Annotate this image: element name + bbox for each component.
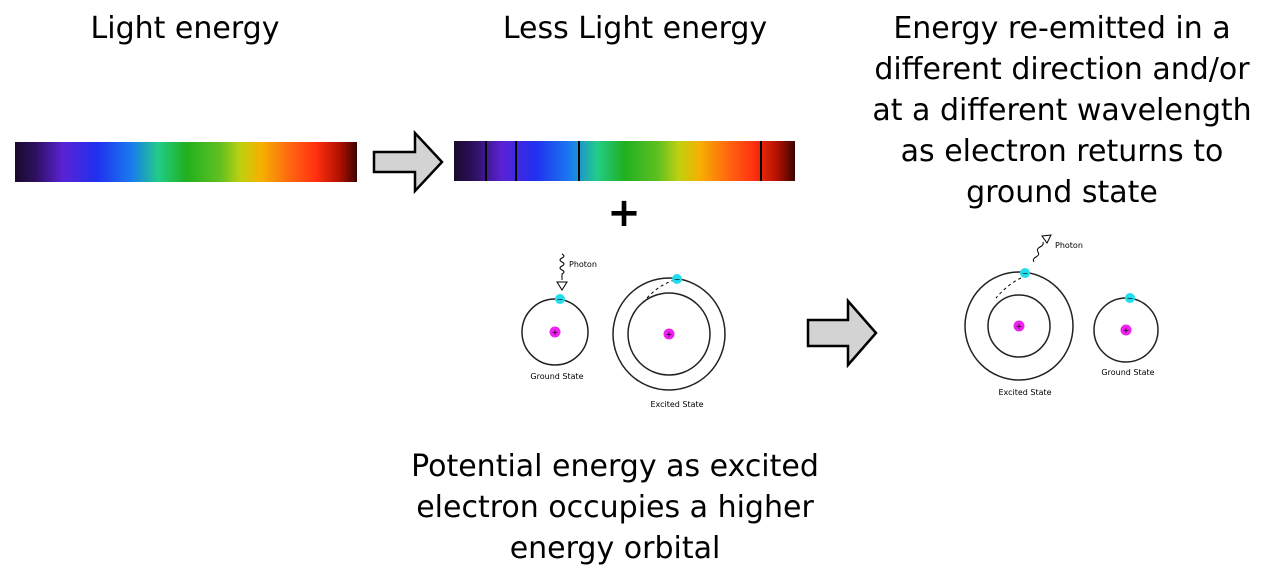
electron-symbol: − bbox=[557, 295, 564, 304]
outer-orbit-ring bbox=[612, 277, 726, 391]
excited-state-atom-middle: + − Excited State bbox=[612, 274, 726, 409]
photon-arrowhead-icon bbox=[556, 281, 568, 291]
electron-return-path bbox=[995, 277, 1022, 299]
nucleus-icon bbox=[1013, 320, 1025, 332]
ground-state-atom-absorbing: Photon + − Ground State bbox=[521, 253, 597, 381]
heading-energy-reemitted: Energy re-emitted in a different directi… bbox=[872, 11, 1252, 210]
electron-icon bbox=[1125, 293, 1135, 303]
excited-state-label: Excited State bbox=[998, 388, 1051, 397]
inner-orbit-ring bbox=[627, 292, 711, 376]
heading-light-energy: Light energy bbox=[90, 11, 280, 46]
electron-icon bbox=[672, 274, 682, 284]
photon-label: Photon bbox=[1055, 241, 1083, 250]
absorption-line bbox=[760, 141, 762, 181]
absorption-spectrum bbox=[454, 141, 795, 181]
absorption-line bbox=[578, 141, 580, 181]
nucleus-symbol: + bbox=[666, 330, 673, 339]
electron-symbol: − bbox=[1127, 294, 1134, 303]
nucleus-symbol: + bbox=[1016, 322, 1023, 331]
nucleus-icon bbox=[1120, 324, 1132, 336]
electron-icon bbox=[1020, 268, 1030, 278]
outer-orbit-ring bbox=[964, 271, 1074, 381]
plus-sign: + bbox=[607, 190, 641, 236]
photon-wave-icon bbox=[1032, 241, 1044, 263]
electron-symbol: − bbox=[1022, 269, 1029, 278]
heading-less-light-energy: Less Light energy bbox=[502, 11, 768, 46]
electron-jump-path bbox=[646, 279, 676, 299]
caption-potential-energy: Potential energy as excited electron occ… bbox=[411, 449, 819, 566]
nucleus-symbol: + bbox=[1123, 326, 1130, 335]
electron-symbol: − bbox=[674, 275, 681, 284]
nucleus-symbol: + bbox=[552, 328, 559, 337]
electron-icon bbox=[555, 294, 565, 304]
continuous-spectrum bbox=[15, 142, 357, 182]
photon-wave-icon bbox=[559, 253, 565, 280]
arrow-right-icon bbox=[372, 129, 444, 195]
absorption-line bbox=[515, 141, 517, 181]
excited-state-atom-emitting: + − Photon Excited State bbox=[964, 234, 1083, 397]
inner-orbit-ring bbox=[987, 294, 1051, 358]
excited-state-label: Excited State bbox=[650, 400, 703, 409]
nucleus-icon bbox=[549, 326, 561, 338]
absorption-line bbox=[485, 141, 487, 181]
photon-label: Photon bbox=[569, 260, 597, 269]
ground-state-label: Ground State bbox=[530, 372, 583, 381]
arrow-right-icon bbox=[806, 297, 878, 369]
photon-arrowhead-icon bbox=[1041, 234, 1052, 244]
nucleus-icon bbox=[663, 328, 675, 340]
ground-state-atom-final: + − Ground State bbox=[1093, 293, 1159, 377]
ground-state-label: Ground State bbox=[1101, 368, 1154, 377]
